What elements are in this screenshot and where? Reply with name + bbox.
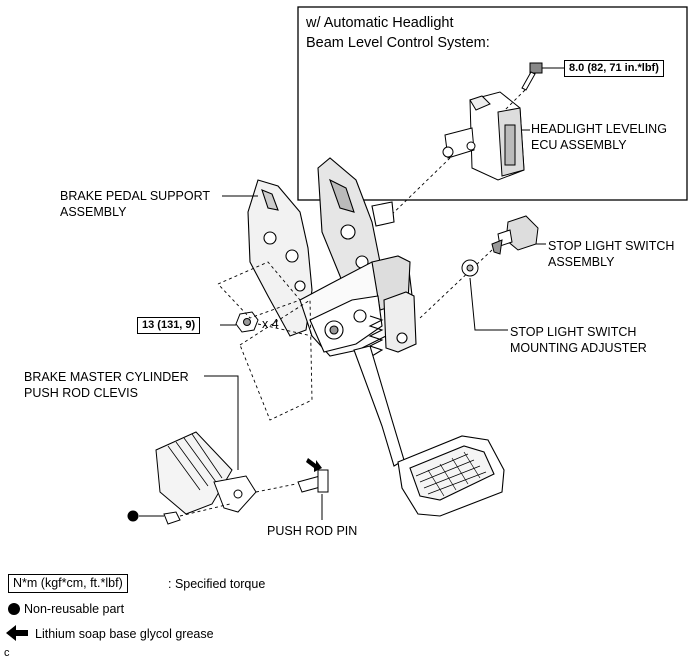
stop-switch-label: STOP LIGHT SWITCH ASSEMBLY [548, 238, 674, 270]
nut-torque: 13 (131, 9) [137, 317, 201, 334]
ecu-label-line1: HEADLIGHT LEVELING [531, 122, 667, 136]
ecu-bolt-torque: 8.0 (82, 71 in.*lbf) [564, 60, 664, 77]
adjuster-label-line1: STOP LIGHT SWITCH [510, 325, 637, 339]
inset-frame [297, 6, 688, 201]
clevis-label-line1: BRAKE MASTER CYLINDER [24, 370, 189, 384]
nut-x4 [235, 311, 259, 333]
stop-switch-label-line2: ASSEMBLY [548, 255, 615, 269]
support-label-line1: BRAKE PEDAL SUPPORT [60, 189, 211, 203]
stop-light-switch [491, 215, 539, 255]
brake-pedal [353, 345, 505, 517]
legend-nonreusable: Non-reusable part [24, 602, 125, 616]
push-rod-pin-label: PUSH ROD PIN [267, 524, 358, 538]
push-rod-pin [297, 469, 329, 493]
legend-torque-box: N*m (kgf*cm, ft.*lbf) [8, 574, 128, 593]
support-label-line2: ASSEMBLY [60, 205, 127, 219]
brake-pedal-support [247, 157, 417, 357]
stop-switch-label-line1: STOP LIGHT SWITCH [548, 239, 675, 253]
grease-arrow-callout [306, 458, 322, 472]
ecu-label: HEADLIGHT LEVELING ECU ASSEMBLY [531, 121, 667, 153]
headlight-leveling-ecu [442, 91, 525, 181]
support-label: BRAKE PEDAL SUPPORT ASSEMBLY [60, 188, 210, 220]
legend-nonreusable-dot [8, 603, 20, 615]
inset-title-line1: w/ Automatic Headlight [306, 15, 454, 31]
adjuster-label: STOP LIGHT SWITCH MOUNTING ADJUSTER [510, 324, 647, 356]
mounting-adjuster [461, 259, 479, 277]
clevis-label: BRAKE MASTER CYLINDER PUSH ROD CLEVIS [24, 369, 189, 401]
inset-title-line2: Beam Level Control System: [306, 35, 490, 51]
nut-count: x 4 [262, 317, 279, 331]
legend-grease: Lithium soap base glycol grease [35, 627, 214, 641]
legend-torque-desc: : Specified torque [168, 577, 266, 591]
nonreusable-dot-callout [127, 510, 139, 522]
legend-grease-arrow [6, 625, 28, 641]
ecu-bolt [521, 62, 543, 91]
clip [163, 511, 181, 525]
inset-title: w/ Automatic Headlight Beam Level Contro… [306, 13, 490, 53]
clevis-label-line2: PUSH ROD CLEVIS [24, 386, 138, 400]
footer-letter: c [4, 647, 10, 659]
brake-master-cylinder [155, 431, 257, 515]
adjuster-label-line2: MOUNTING ADJUSTER [510, 341, 647, 355]
ecu-label-line2: ECU ASSEMBLY [531, 138, 627, 152]
